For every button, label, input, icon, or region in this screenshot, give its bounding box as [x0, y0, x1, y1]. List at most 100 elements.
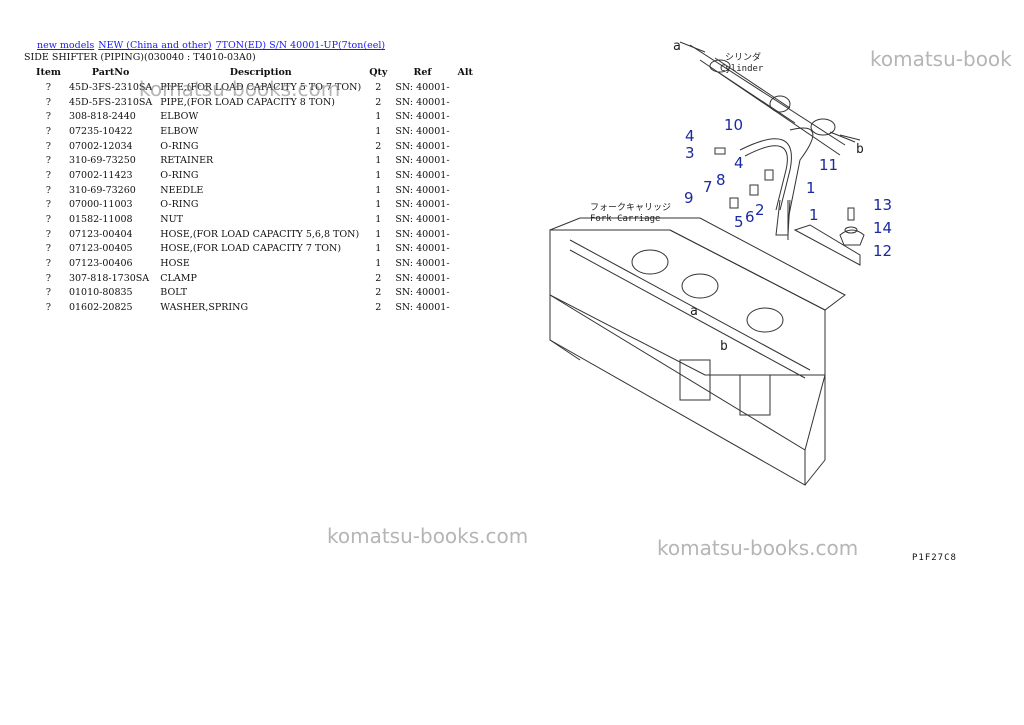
row-item: ? — [45, 258, 52, 270]
row-qty: 1 — [375, 111, 382, 123]
callout-4b: 4 — [734, 154, 744, 172]
row-alt — [454, 242, 477, 257]
carriage-label-jp: フォークキャリッジ — [590, 202, 671, 213]
callout-4: 4 — [685, 127, 695, 145]
row-ref: SN: 40001- — [395, 125, 450, 137]
row-qty: 1 — [375, 125, 382, 137]
row-partno: 07123-00406 — [68, 258, 133, 270]
row-alt — [454, 227, 477, 242]
row-item: ? — [45, 169, 52, 181]
row-ref: SN: 40001- — [395, 96, 450, 108]
callout-14: 14 — [873, 219, 892, 237]
row-ref: SN: 40001- — [395, 272, 450, 284]
row-qty: 1 — [375, 184, 382, 196]
row-alt — [454, 256, 477, 271]
row-qty: 2 — [375, 81, 382, 93]
row-partno: 07002-11423 — [68, 169, 133, 181]
watermark-center: komatsu-books.com — [327, 524, 529, 548]
row-description: PIPE,(FOR LOAD CAPACITY 8 TON) — [160, 96, 335, 108]
row-ref: SN: 40001- — [395, 184, 450, 196]
row-description: BOLT — [160, 287, 188, 299]
row-ref: SN: 40001- — [395, 258, 450, 270]
row-item: ? — [45, 125, 52, 137]
callout-9: 9 — [684, 189, 694, 207]
col-description: Description — [229, 67, 292, 78]
callout-6: 6 — [745, 208, 755, 226]
callout-12: 12 — [873, 242, 892, 260]
callout-1: 1 — [806, 179, 816, 197]
letter-a-top: a — [673, 39, 681, 54]
callout-5: 5 — [734, 213, 744, 231]
row-qty: 2 — [375, 302, 382, 314]
col-partno: PartNo — [91, 67, 130, 78]
breadcrumb-link-new-models[interactable]: new models — [37, 40, 95, 51]
diagram-code: P1F27C8 — [912, 553, 957, 563]
callout-2: 2 — [755, 201, 765, 219]
row-alt — [454, 109, 477, 124]
callout-1b: 1 — [809, 206, 819, 224]
callout-3: 3 — [685, 144, 695, 162]
row-item: ? — [45, 81, 52, 93]
row-alt — [454, 80, 477, 95]
col-ref: Ref — [413, 67, 432, 78]
row-qty: 1 — [375, 228, 382, 240]
row-qty: 2 — [375, 96, 382, 108]
cylinder-label-jp: シリンダ — [725, 51, 761, 63]
letter-a-bottom: a — [690, 304, 698, 319]
watermark-right: komatsu-books.com — [657, 536, 859, 560]
row-ref: SN: 40001- — [395, 287, 450, 299]
table-row: ? 07235-10422 ELBOW 1 SN: 40001- — [32, 124, 477, 139]
breadcrumb-link-7ton[interactable]: 7TON(ED) S/N 40001-UP(7ton(eel) — [215, 40, 386, 51]
letter-b-top: b — [856, 142, 864, 157]
row-ref: SN: 40001- — [395, 169, 450, 181]
row-qty: 1 — [375, 155, 382, 167]
row-qty: 1 — [375, 258, 382, 270]
row-partno: 01582-11008 — [68, 214, 133, 226]
row-partno: 01010-80835 — [68, 287, 133, 299]
row-alt — [454, 271, 477, 286]
letter-b-bottom: b — [720, 339, 728, 354]
callout-13: 13 — [873, 196, 892, 214]
row-partno: 07002-12034 — [68, 140, 133, 152]
row-item: ? — [45, 140, 52, 152]
row-partno: 310-69-73250 — [68, 155, 136, 167]
row-partno: 07235-10422 — [68, 125, 133, 137]
row-ref: SN: 40001- — [395, 228, 450, 240]
breadcrumb-link-new-china[interactable]: NEW (China and other) — [98, 40, 212, 51]
row-ref: SN: 40001- — [395, 111, 450, 123]
row-description: ELBOW — [160, 125, 199, 137]
parts-table: Item PartNo Description Qty Ref Alt ?45D… — [32, 65, 477, 315]
row-alt — [454, 139, 477, 154]
row-description: O-RING — [160, 199, 199, 211]
row-qty: 1 — [375, 199, 382, 211]
row-description: ELBOW — [160, 111, 199, 123]
row-alt — [454, 168, 477, 183]
row-partno: 310-69-73260 — [68, 184, 136, 196]
row-item: ? — [45, 96, 52, 108]
row-qty: 1 — [375, 243, 382, 255]
parts-diagram: シリンダ Cylinder フォークキャリッジ Fork Carriage a … — [549, 39, 892, 486]
row-description: HOSE,(FOR LOAD CAPACITY 5,6,8 TON) — [160, 228, 360, 240]
row-alt — [454, 300, 477, 315]
row-item: ? — [45, 243, 52, 255]
row-description: WASHER,SPRING — [160, 302, 249, 314]
row-alt — [454, 198, 477, 213]
row-alt — [454, 95, 477, 110]
col-qty: Qty — [369, 67, 388, 78]
table-header-row: Item PartNo Description Qty Ref Alt — [32, 65, 477, 80]
row-item: ? — [45, 302, 52, 314]
col-alt: Alt — [457, 67, 473, 78]
row-partno: 45D-5FS-2310SA — [68, 96, 153, 108]
row-ref: SN: 40001- — [395, 81, 450, 93]
watermark-table: komatsu-books.com — [139, 77, 341, 101]
